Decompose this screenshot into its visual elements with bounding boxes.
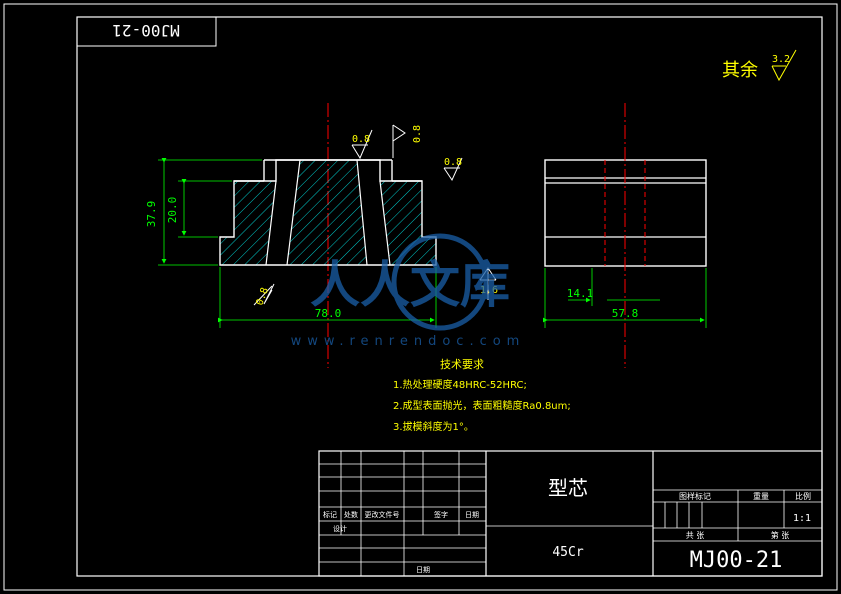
tech-item-1: 1.热处理硬度48HRC-52HRC; [393, 378, 527, 391]
header-weight: 重量 [753, 491, 769, 501]
header-date: 日期 [465, 511, 479, 519]
header-total: 共 张 [686, 531, 705, 540]
header-stage-mark: 图样标记 [679, 491, 711, 501]
dim-height-step: 20.0 [166, 197, 179, 224]
svg-text:0.8: 0.8 [254, 286, 271, 307]
svg-text:0.8: 0.8 [352, 134, 370, 145]
mirrored-drawing-number: MJ00-21 [112, 21, 179, 40]
roughness-label: 其余 [722, 60, 758, 81]
hatch-center [287, 160, 367, 265]
front-section-view [219, 103, 437, 368]
outer-frame [3, 3, 838, 591]
dim-width-side: 57.8 [612, 307, 639, 320]
svg-text:1.6: 1.6 [480, 285, 498, 296]
title-drawing-number: MJ00-21 [690, 548, 783, 573]
roughness-mark-bottom-left: 0.8 [253, 283, 275, 307]
roughness-marks: 0.8 0.8 0.8 0.8 1.6 [253, 124, 498, 307]
header-design: 设计 [333, 524, 347, 533]
tech-item-3: 3.拔模斜度为1°。 [393, 420, 474, 433]
roughness-mark-top-right: 0.8 [392, 124, 423, 158]
watermark-brand: 人人文库 [310, 256, 510, 314]
general-roughness: 其余 3.2 [722, 49, 797, 82]
title-block [318, 450, 823, 577]
watermark-logo-icon [391, 233, 489, 331]
tech-title: 技术要求 [440, 358, 484, 371]
roughness-value: 3.2 [772, 54, 790, 65]
svg-text:0.8: 0.8 [444, 157, 462, 168]
svg-text:0.8: 0.8 [412, 125, 423, 143]
part-name: 型芯 [548, 476, 588, 500]
dim-width-front: 78.0 [315, 307, 342, 320]
header-mark: 标记 [323, 510, 337, 519]
header-change-doc: 更改文件号 [365, 510, 400, 519]
header-sheet: 第 张 [771, 530, 790, 540]
header-date-2: 日期 [416, 566, 430, 574]
header-count: 处数 [344, 510, 358, 519]
tech-item-2: 2.成型表面抛光，表面粗糙度Ra0.8um; [393, 399, 571, 412]
watermark: 人人文库 www.renrendoc.com [291, 233, 526, 349]
title-block-text: 型芯 45Cr MJ00-21 1:1 图样标记 重量 比例 共 张 第 张 标… [323, 476, 811, 574]
roughness-mark-right: 0.8 [443, 157, 463, 182]
dim-height-total: 37.9 [145, 201, 158, 228]
side-view: 57.8 14.1 [543, 103, 707, 368]
header-signature: 签字 [434, 510, 448, 519]
tech-requirements: 技术要求 1.热处理硬度48HRC-52HRC; 2.成型表面抛光，表面粗糙度R… [393, 358, 571, 433]
material: 45Cr [552, 545, 583, 560]
mirrored-number-box: MJ00-21 [76, 16, 217, 47]
scale-value: 1:1 [793, 513, 811, 524]
dim-offset-side: 14.1 [567, 287, 594, 300]
roughness-mark-top-left: 0.8 [351, 129, 373, 160]
front-dimensions: 37.9 20.0 78.0 [145, 158, 437, 328]
header-scale: 比例 [795, 491, 811, 501]
watermark-url: www.renrendoc.com [291, 334, 526, 349]
